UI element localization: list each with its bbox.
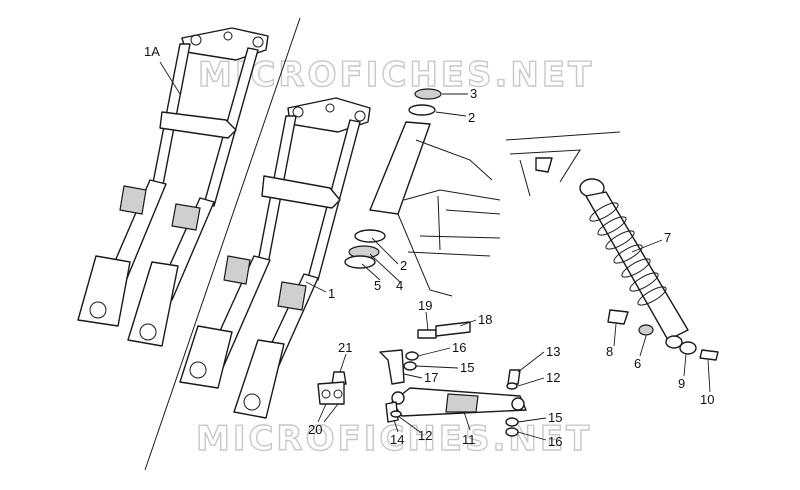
shock-spring [589,202,667,306]
part-16a-washer [405,351,419,361]
callout-5: 5 [374,278,381,293]
callout-1: 1 [328,286,335,301]
part-8-bolt [607,309,629,325]
shock-body [585,191,689,341]
steering-head-frame [344,88,621,297]
part-3-bearing [414,88,442,100]
callout-1a: 1A [144,44,160,59]
callout-13: 13 [546,344,560,359]
fork-1a-right-leg [127,261,179,347]
shock-mount-bolt [535,157,553,173]
callout-18: 18 [478,312,492,327]
part-6-spacer [638,324,654,336]
callout-3: 3 [470,86,477,101]
part-12b-washer [390,410,402,418]
callout-12-right: 12 [546,370,560,385]
callout-16-upper: 16 [452,340,466,355]
callout-2-bottom: 2 [400,258,407,273]
steering-damper-11 [391,387,527,417]
shock-absorber-7 [535,157,689,349]
callout-15-lower: 15 [548,410,562,425]
callout-8: 8 [606,344,613,359]
fork-1a-left-leg [77,255,131,327]
shock-bottom-eye [665,335,683,349]
leader-lines [159,61,711,441]
fork-1a-right-dust-seal [171,203,201,231]
part-10-nut [699,349,719,361]
part-12a-washer [506,382,518,390]
callout-7: 7 [664,230,671,245]
part-2-top-race [408,104,436,116]
fork-assembly-1 [179,97,371,419]
callout-11: 11 [462,432,476,447]
fork-1-right-leg [233,339,285,419]
part-15a-nut [403,361,417,371]
callout-labels: 1A 1 2 3 2 5 4 7 8 6 9 10 19 18 16 15 17… [144,44,714,449]
callout-16-lower: 16 [548,434,562,449]
callout-2-top: 2 [468,110,475,125]
fork-1a-left-dust-seal [119,185,147,215]
damper-left-eye [391,391,405,405]
fork-1-left-leg [179,325,233,389]
part-20-clamp [317,381,345,405]
damper-right-eye [511,397,525,411]
watermark-bottom: MICROFICHES.NET [196,419,592,459]
fork-1-right-dust-seal [277,281,307,311]
part-17-bracket [379,349,405,385]
part-2-bottom-race [354,229,386,243]
callout-4: 4 [396,278,403,293]
callout-21: 21 [338,340,352,355]
part-19-washer [417,329,437,339]
callout-6: 6 [634,356,641,371]
fork-1-left-dust-seal [223,255,251,285]
part-9-washer [679,341,697,355]
callout-14: 14 [390,432,404,447]
callout-19: 19 [418,298,432,313]
callout-12-left: 12 [418,428,432,443]
part-16b-washer [505,427,519,437]
fork-1-lower-yoke [261,175,341,209]
part-21-bolt [331,371,347,385]
part-5-seal [344,255,376,269]
damper-sleeve [445,393,479,413]
callout-20: 20 [308,422,322,437]
callout-17: 17 [424,370,438,385]
fork-1a-lower-yoke [159,111,237,139]
callout-15-upper: 15 [460,360,474,375]
callout-10: 10 [700,392,714,407]
fork-assembly-1a [77,27,269,347]
separator-line [144,17,301,471]
part-15b-nut [505,417,519,427]
steering-head-tube [369,121,431,215]
part-13-bolt [507,369,521,385]
callout-9: 9 [678,376,685,391]
watermark-top: MICROFICHES.NET [198,55,594,95]
